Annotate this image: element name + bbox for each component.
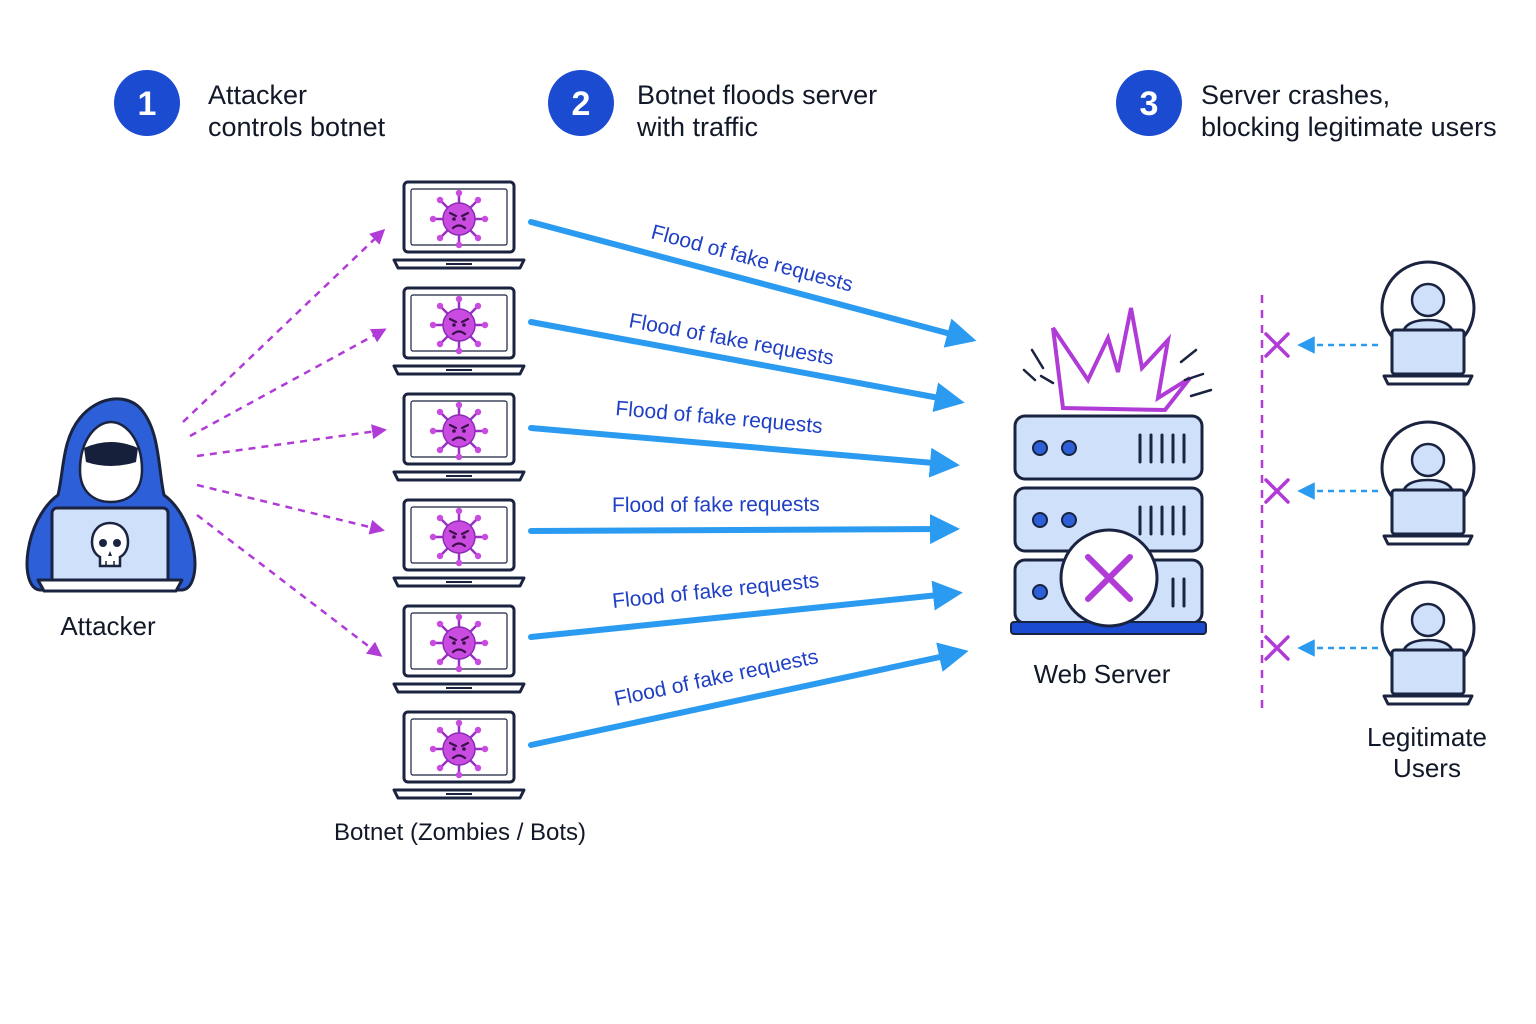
bot-laptop-5	[392, 604, 526, 694]
step-3: 3 Server crashes, blocking legitimate us…	[1116, 70, 1497, 142]
attacker: Attacker	[25, 397, 197, 641]
user-3	[1264, 580, 1476, 706]
user-icon	[1380, 580, 1476, 706]
web-server: Web Server	[1010, 307, 1213, 689]
flood-labels: Flood of fake requests Flood of fake req…	[611, 221, 855, 711]
bot-laptop-1	[392, 180, 526, 270]
flood-arrows	[528, 219, 977, 748]
flood-arrow-5	[528, 580, 963, 640]
legitimate-users: Legitimate Users	[1264, 260, 1487, 783]
control-arrow-2	[189, 328, 387, 438]
control-arrow-5	[196, 514, 383, 657]
flood-label-6: Flood of fake requests	[612, 645, 820, 711]
x-icon	[1264, 635, 1290, 661]
flood-arrow-4	[528, 514, 960, 545]
step-2-title-line-1: Botnet floods server	[637, 80, 877, 110]
step-3-title-line-2: blocking legitimate users	[1201, 112, 1497, 142]
user-icon	[1380, 260, 1476, 386]
x-icon	[1264, 478, 1290, 504]
bot-laptop-2	[392, 286, 526, 376]
step-3-number: 3	[1140, 85, 1159, 123]
step-2-badge	[548, 70, 614, 136]
explosion-icon	[1022, 307, 1213, 413]
step-3-title-line-1: Server crashes,	[1201, 80, 1390, 110]
skull-icon	[90, 521, 130, 568]
flood-arrow-2	[528, 319, 965, 413]
botnet-label: Botnet (Zombies / Bots)	[334, 819, 586, 846]
users-label-line-2: Users	[1393, 753, 1461, 783]
bot-laptop-3	[392, 392, 526, 482]
flood-arrow-1	[528, 219, 977, 348]
user-icon	[1380, 420, 1476, 546]
step-1-badge	[114, 70, 180, 136]
x-icon	[1059, 528, 1159, 628]
bot-laptop-4	[392, 498, 526, 588]
step-2-number: 2	[572, 85, 591, 123]
control-arrow-3	[196, 424, 387, 458]
control-arrow-1	[182, 228, 386, 423]
control-arrow-4	[196, 483, 385, 535]
server-label: Web Server	[1034, 659, 1171, 689]
flood-arrow-6	[528, 642, 969, 748]
step-1: 1 Attacker controls botnet	[114, 70, 386, 142]
bot-laptop-6	[392, 710, 526, 800]
step-2: 2 Botnet floods server with traffic	[548, 70, 877, 142]
flood-label-3: Flood of fake requests	[615, 397, 824, 438]
users-label-line-1: Legitimate	[1367, 722, 1487, 752]
flood-arrow-3	[528, 425, 960, 478]
step-1-title-line-2: controls botnet	[208, 112, 386, 142]
flood-label-4: Flood of fake requests	[612, 493, 820, 517]
step-2-title-line-2: with traffic	[636, 112, 758, 142]
hacker-icon	[25, 397, 197, 593]
step-1-title-line-1: Attacker	[208, 80, 307, 110]
attacker-label: Attacker	[60, 611, 156, 641]
control-arrows	[182, 228, 387, 657]
x-icon	[1264, 332, 1290, 358]
botnet: Botnet (Zombies / Bots)	[334, 180, 586, 846]
user-1	[1264, 260, 1476, 386]
step-3-badge	[1116, 70, 1182, 136]
flood-label-5: Flood of fake requests	[611, 569, 820, 613]
step-1-number: 1	[138, 85, 157, 123]
user-2	[1264, 420, 1476, 546]
